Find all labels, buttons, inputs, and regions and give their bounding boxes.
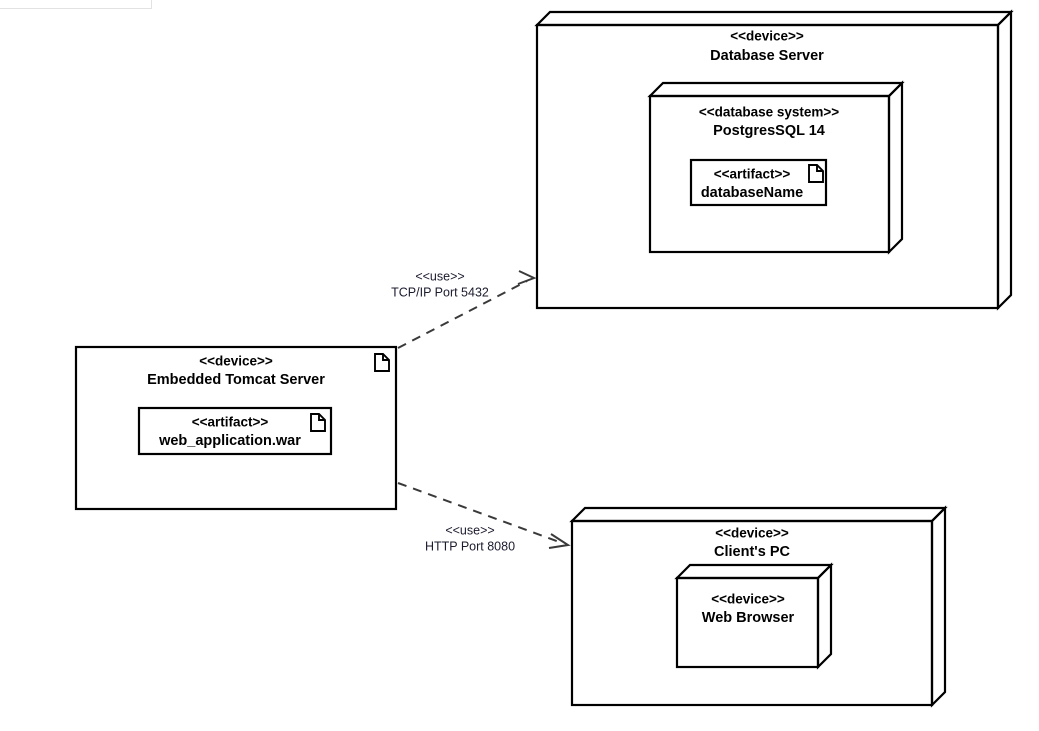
war-artifact-name: web_application.war: [158, 433, 301, 449]
database-server-top-face: [534, 10, 1014, 27]
web-browser-stereotype: <<device>>: [711, 592, 785, 607]
postgres-stereotype: <<database system>>: [699, 105, 839, 120]
database-artifact-box: [689, 158, 828, 207]
document-icon: [374, 353, 390, 372]
tomcat-server-box: [74, 345, 398, 511]
database-server-stereotype: <<device>>: [730, 29, 804, 44]
document-icon: [310, 413, 326, 432]
node-database-server[interactable]: <<device>> Database Server <<database sy…: [534, 9, 1014, 311]
client-pc-top-face: [569, 506, 948, 523]
tomcat-server-name: Embedded Tomcat Server: [147, 372, 325, 388]
tomcat-to-client-label: HTTP Port 8080: [425, 539, 515, 553]
node-web-browser[interactable]: <<device>> Web Browser: [674, 562, 834, 670]
cropped-toolbar-remnant: [0, 0, 152, 9]
postgres-front-face: [648, 94, 891, 254]
database-artifact-stereotype: <<artifact>>: [714, 167, 791, 182]
node-postgres-sql[interactable]: <<database system>> PostgresSQL 14 <<art…: [647, 80, 905, 255]
document-icon: [808, 164, 824, 183]
client-pc-side-face: [930, 505, 947, 708]
war-artifact-box: [137, 406, 333, 456]
tomcat-to-client-stereotype: <<use>>: [445, 523, 494, 537]
postgres-name: PostgresSQL 14: [713, 123, 825, 139]
web-browser-top-face: [674, 563, 834, 580]
node-database-artifact[interactable]: <<artifact>> databaseName: [689, 158, 828, 207]
tomcat-to-client-arrowhead: [548, 533, 571, 549]
postgres-top-face: [647, 81, 905, 98]
client-pc-name: Client's PC: [714, 544, 790, 560]
tomcat-to-database-line: [397, 280, 528, 349]
tomcat-server-stereotype: <<device>>: [199, 354, 273, 369]
tomcat-to-database-arrowhead: [517, 270, 537, 285]
connection-tomcat-to-database[interactable]: <<use>> TCP/IP Port 5432: [391, 269, 537, 349]
node-tomcat-server[interactable]: <<device>> Embedded Tomcat Server <<arti…: [74, 345, 398, 511]
node-client-pc[interactable]: <<device>> Client's PC <<device>> Web Br…: [569, 505, 948, 708]
database-server-side-face: [996, 9, 1013, 311]
connection-tomcat-to-client[interactable]: <<use>> HTTP Port 8080: [397, 482, 571, 553]
postgres-side-face: [887, 80, 904, 255]
database-server-front-face: [535, 23, 1000, 310]
war-artifact-stereotype: <<artifact>>: [192, 415, 269, 430]
tomcat-to-client-line: [397, 482, 563, 544]
web-browser-side-face: [816, 562, 833, 670]
web-browser-front-face: [675, 576, 820, 669]
client-pc-stereotype: <<device>>: [715, 526, 789, 541]
tomcat-to-database-label: TCP/IP Port 5432: [391, 285, 489, 299]
client-pc-front-face: [570, 519, 934, 707]
database-artifact-name: databaseName: [701, 185, 803, 201]
node-war-artifact[interactable]: <<artifact>> web_application.war: [137, 406, 333, 456]
web-browser-name: Web Browser: [702, 610, 795, 626]
tomcat-to-database-stereotype: <<use>>: [415, 269, 464, 283]
database-server-name: Database Server: [710, 48, 824, 64]
